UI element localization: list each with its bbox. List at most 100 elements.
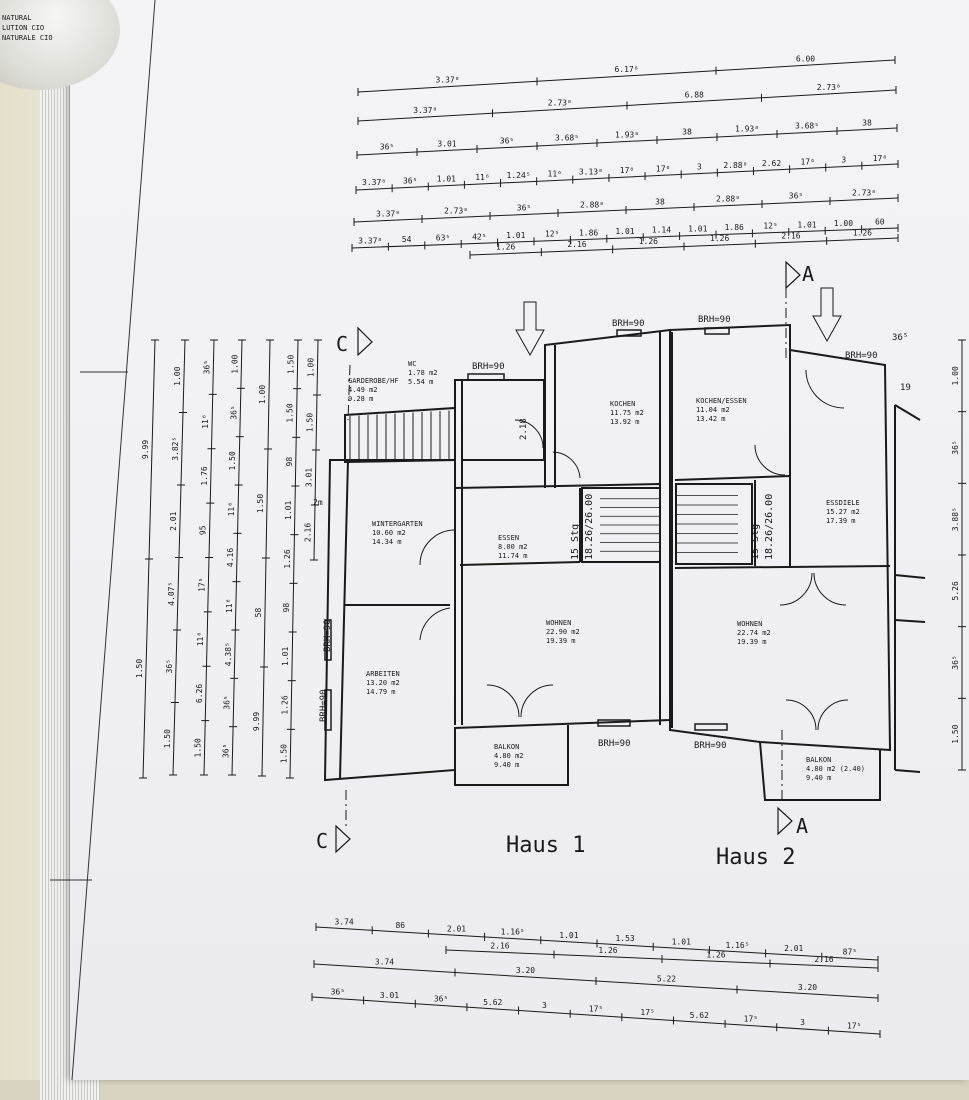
room-arbeiten-area: 13.20 m2 bbox=[366, 679, 400, 687]
dim-line-left6 bbox=[289, 339, 299, 779]
room-arbeiten-name: ARBEITEN bbox=[366, 670, 400, 678]
room-wintergarten-perim: 14.34 m bbox=[372, 538, 402, 546]
stair1-steps: 15 Stg bbox=[570, 524, 581, 560]
dim-label-top6b-3: 1.26 bbox=[710, 234, 729, 243]
dim-label-left4-6: 4.38⁵ bbox=[224, 642, 233, 666]
brh-arbeiten-1: BRH=90 bbox=[323, 619, 333, 652]
room-kochen-essen: KOCHEN/ESSEN 11.04 m2 13.42 m bbox=[696, 397, 747, 423]
dim-label-left6-5: 98 bbox=[282, 603, 291, 613]
dim-label-left3-6: 6.26 bbox=[195, 684, 204, 703]
dim-label-top4-2: 1.01 bbox=[437, 175, 456, 184]
room-balkon2: BALKON 4.80 m2 (2.40) 9.40 m bbox=[806, 756, 865, 782]
dim-label-top4-3: 11⁶ bbox=[475, 173, 489, 182]
dim-label-left6-6: 1.01 bbox=[281, 647, 290, 666]
room-wc-name: WC bbox=[408, 360, 416, 368]
dim-label-bot1b-2: 1.26 bbox=[706, 950, 725, 959]
dim-label-top3-3: 3.68⁵ bbox=[555, 134, 579, 143]
dim-line-top3 bbox=[356, 127, 898, 156]
brh-wohnen2: BRH=90 bbox=[694, 741, 727, 751]
dim-label-top6a-12: 1.01 bbox=[797, 220, 816, 229]
dim-label-top6a-6: 1.86 bbox=[579, 228, 598, 237]
room-wohnen2: WOHNEN 22.74 m2 19.39 m bbox=[737, 620, 771, 646]
dim-label-top4-9: 3 bbox=[697, 163, 702, 172]
dim-label-top6a-1: 54 bbox=[402, 235, 412, 244]
dim-label-left2-0: 1.00 bbox=[173, 366, 182, 385]
dim-label-top4-4: 1.24⁵ bbox=[507, 171, 531, 180]
room-essen: ESSEN 8.00 m2 11.74 m bbox=[498, 534, 528, 560]
door-kochen bbox=[552, 451, 581, 479]
room-balkon1-perim: 9.40 m bbox=[494, 761, 519, 769]
dim-label-right1-2: 3.88⁵ bbox=[951, 507, 960, 531]
walls bbox=[323, 323, 926, 801]
room-kochen-essen-name: KOCHEN/ESSEN bbox=[696, 397, 747, 405]
dim-label-top6b-2: 1.26 bbox=[639, 237, 658, 246]
dim-label-left5-0: 1.00 bbox=[258, 385, 267, 404]
dim-label-left2-2: 2.01 bbox=[169, 511, 178, 530]
mark-2m: 2m bbox=[313, 498, 323, 507]
dim-label-bot1-6: 1.01 bbox=[672, 937, 691, 946]
room-wc-area: 1.78 m2 bbox=[408, 369, 438, 377]
section-lines bbox=[345, 288, 787, 830]
dim-label-bot3-1: 3.01 bbox=[380, 991, 399, 1000]
dim-label-bot1-8: 2.01 bbox=[784, 944, 803, 953]
door-wohnen1-right bbox=[520, 684, 554, 718]
door-entrance-haus2 bbox=[805, 369, 845, 409]
dim-label-left6-2: 98 bbox=[285, 457, 294, 467]
dim-label-top6b-4: 2.16 bbox=[781, 231, 800, 240]
dim-label-top6a-2: 63⁵ bbox=[436, 234, 450, 243]
doors bbox=[419, 369, 849, 731]
dim-label-top5-0: 3.37⁸ bbox=[376, 210, 400, 219]
windows bbox=[324, 327, 730, 731]
room-wohnen2-area: 22.74 m2 bbox=[737, 629, 771, 637]
dim-label-bot2-1: 3.20 bbox=[516, 966, 535, 975]
brh-kochen-essen: BRH=90 bbox=[698, 315, 731, 325]
room-wc: WC 1.78 m2 5.54 m bbox=[408, 360, 438, 386]
dim-label-left4-5: 11⁶ bbox=[225, 599, 234, 613]
dim-label-top3-2: 36⁵ bbox=[500, 137, 514, 146]
dim-label-top6a-11: 12⁵ bbox=[763, 222, 777, 231]
dim-label-right1-4: 36⁵ bbox=[951, 655, 960, 669]
dim-label-bot1b-0: 2.16 bbox=[490, 941, 509, 950]
dim-label-left4-2: 1.50 bbox=[228, 451, 237, 470]
paper-sheet bbox=[70, 0, 969, 1080]
dim-label-top6a-5: 12⁵ bbox=[545, 230, 559, 239]
door-balkon2-right bbox=[817, 699, 849, 731]
dim-label-top3-4: 1.93⁸ bbox=[615, 131, 639, 140]
dim-label-bot2-0: 3.74 bbox=[375, 957, 394, 966]
room-kochen-area: 11.75 m2 bbox=[610, 409, 644, 417]
room-essdiele-perim: 17.39 m bbox=[826, 517, 856, 525]
dim-label-bot3-0: 36⁵ bbox=[331, 988, 345, 997]
dim-label-bot1-7: 1.16⁵ bbox=[725, 941, 749, 950]
dim-label-left5-1: 1.50 bbox=[256, 494, 265, 513]
section-A-top-marker bbox=[785, 260, 801, 290]
dim-label-top6a-9: 1.01 bbox=[688, 224, 707, 233]
brh-arbeiten-2: BRH=90 bbox=[319, 689, 329, 722]
brh-labels: BRH=90 BRH=90 BRH=90 BRH=90 BRH=90 BRH=9… bbox=[319, 315, 878, 751]
section-C-top-label: C bbox=[336, 332, 348, 356]
dim-label-top4-12: 17⁶ bbox=[800, 157, 814, 166]
dim-label-top4-11: 2.62 bbox=[762, 159, 781, 168]
dim-line-top6a bbox=[351, 227, 899, 249]
dim-label-top3-5: 38 bbox=[682, 128, 692, 137]
dim-label-top3-7: 3.68⁵ bbox=[795, 122, 819, 131]
dim-label-top2-3: 2.73⁸ bbox=[817, 83, 841, 92]
dim-label-left5-2: 58 bbox=[254, 608, 263, 618]
brh-kochen: BRH=90 bbox=[612, 319, 645, 329]
entrance-arrows bbox=[515, 287, 842, 357]
room-essen-perim: 11.74 m bbox=[498, 552, 528, 560]
dim-label-top4-14: 17⁶ bbox=[873, 154, 887, 163]
dim-label-top4-5: 11⁶ bbox=[548, 169, 562, 178]
dim-line-bot3 bbox=[311, 996, 881, 1035]
door-arbeiten bbox=[419, 607, 451, 641]
room-essen-area: 8.00 m2 bbox=[498, 543, 528, 551]
dim-label-top4-0: 3.37⁸ bbox=[362, 178, 386, 187]
dim-label-top5-4: 38 bbox=[655, 198, 665, 207]
section-C-bottom-marker bbox=[335, 824, 351, 854]
room-kochen-perim: 13.92 m bbox=[610, 418, 640, 426]
dim-label-top4-6: 3.13⁸ bbox=[579, 168, 603, 177]
dim-label-bot3-6: 17⁵ bbox=[640, 1008, 654, 1017]
dim-label-bot1-1: 86 bbox=[395, 921, 405, 930]
room-wc-perim: 5.54 m bbox=[408, 378, 433, 386]
dim-label-left3-3: 95 bbox=[199, 525, 208, 535]
dim-label-top6b-0: 1.26 bbox=[496, 243, 515, 252]
